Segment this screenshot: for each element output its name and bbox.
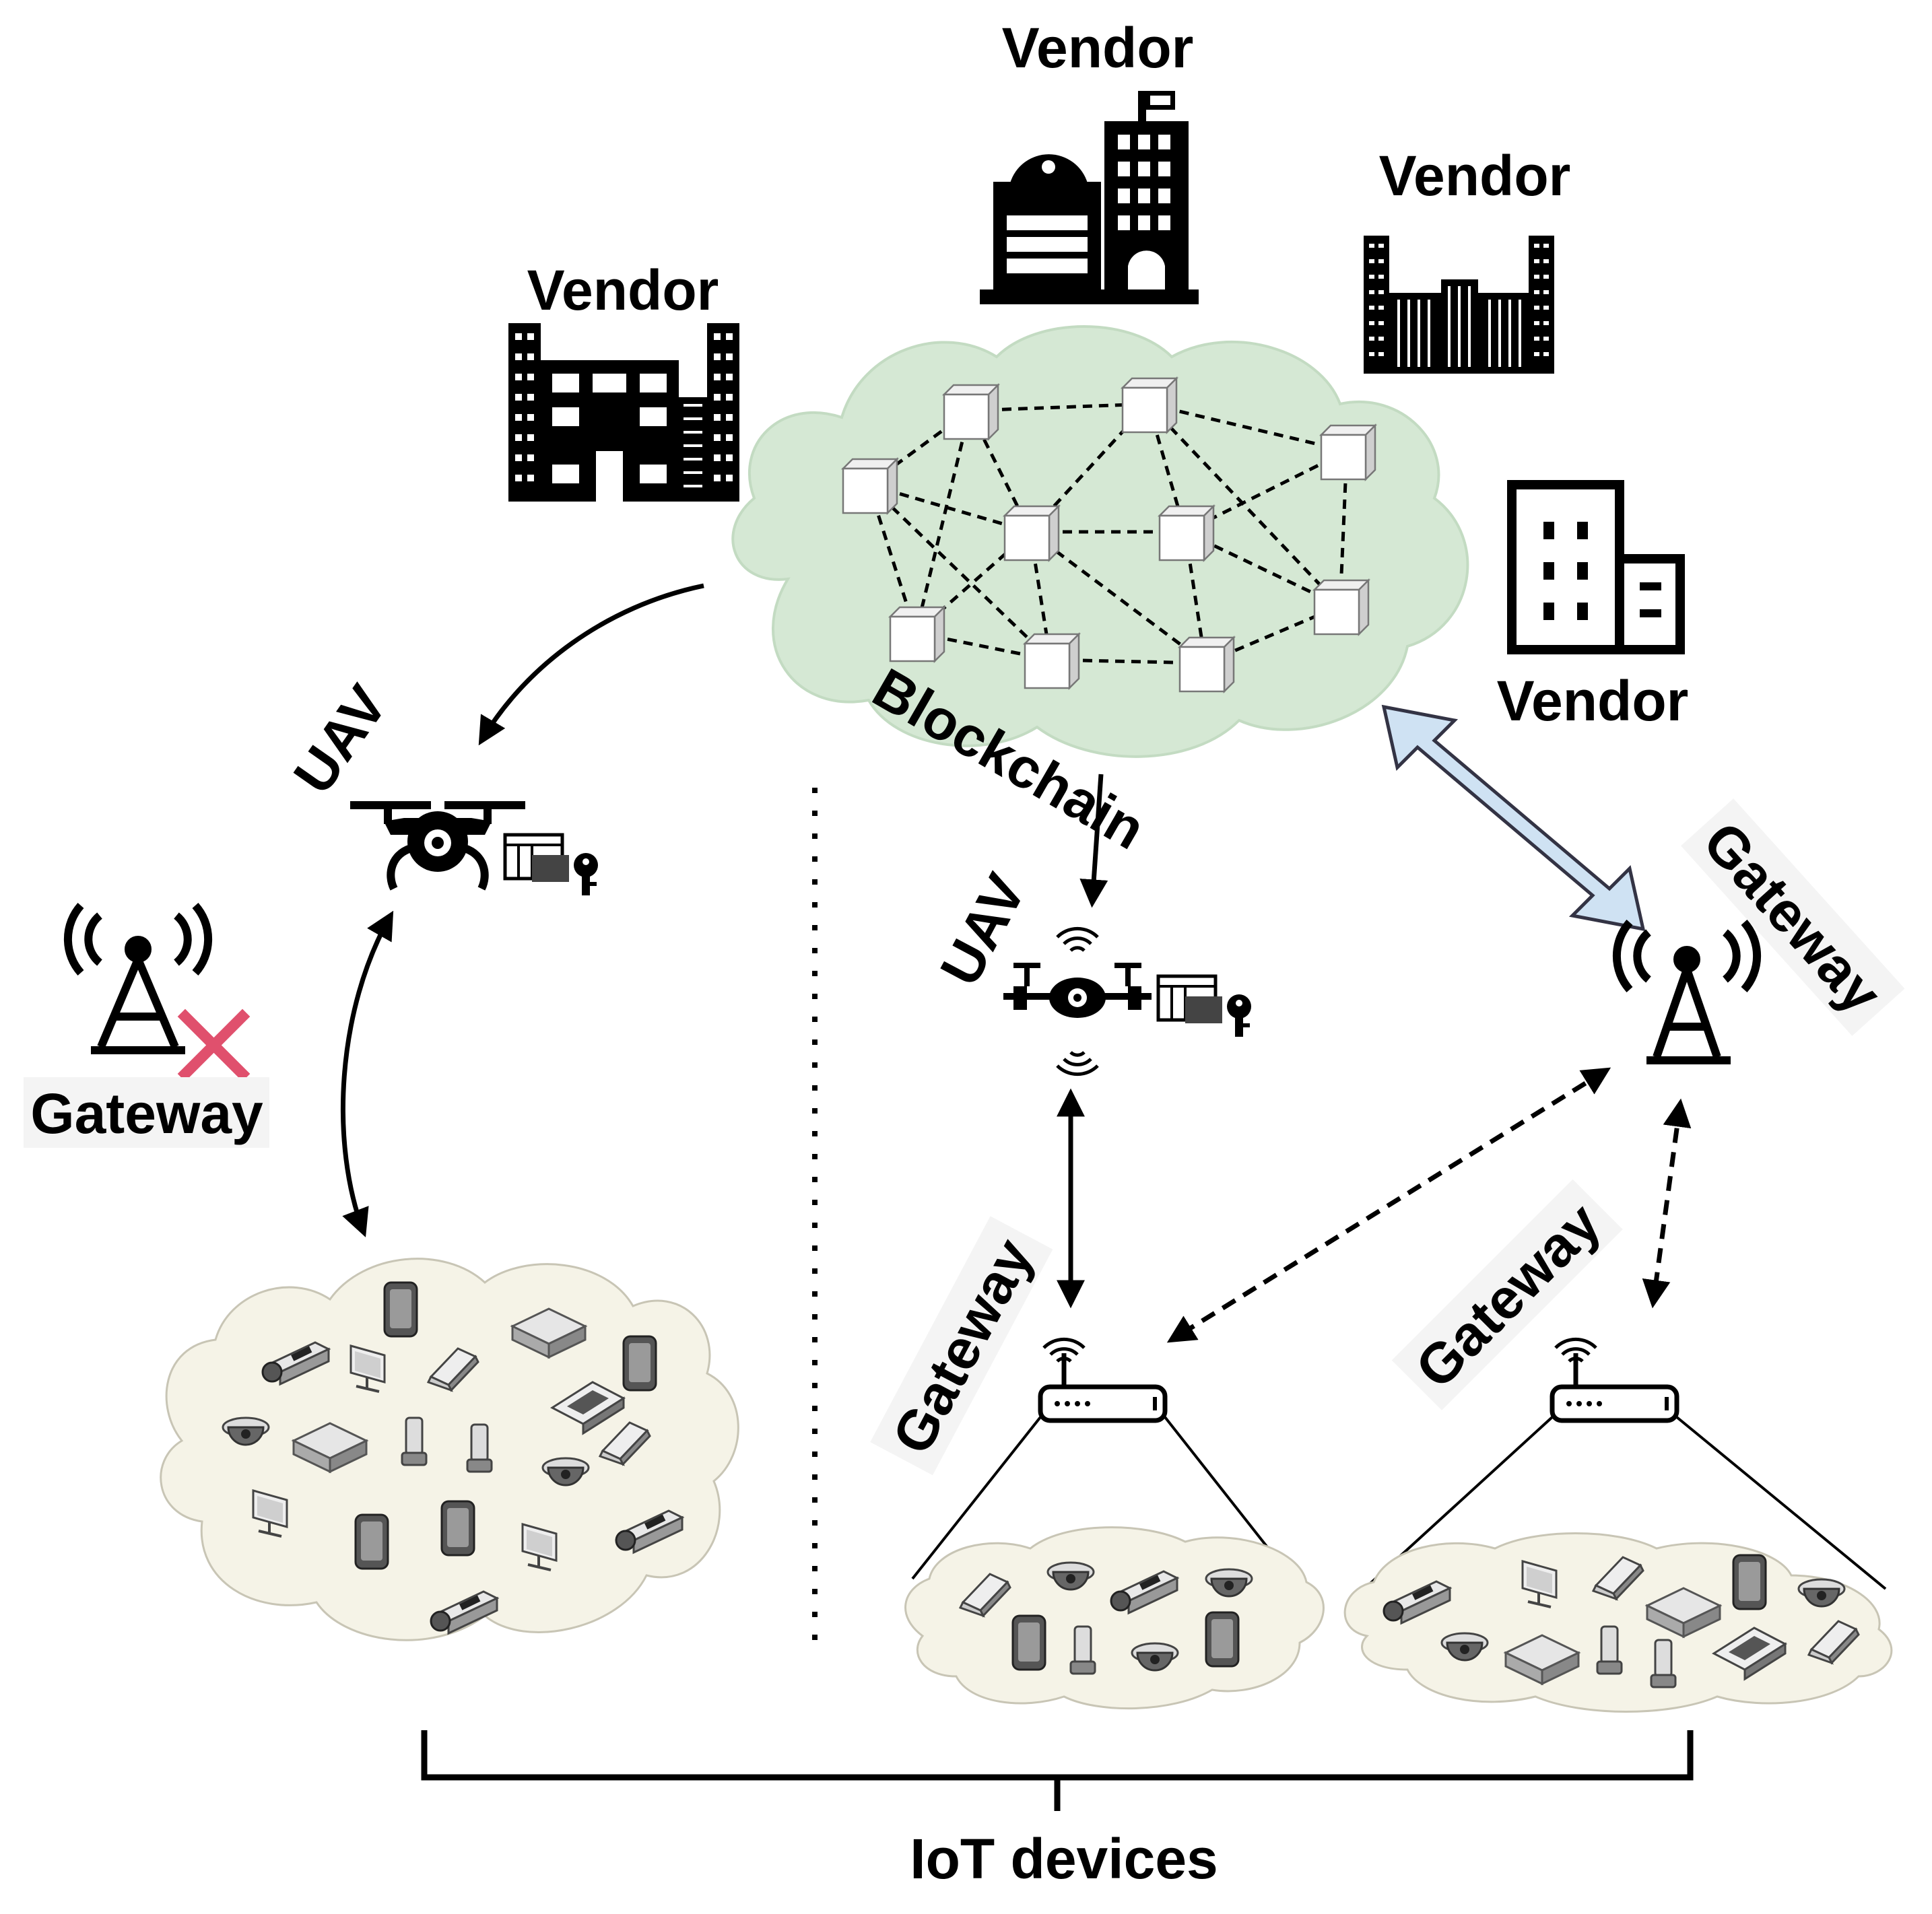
- security-key-icon: [1156, 974, 1251, 1037]
- blockchain-node-icon: [889, 606, 945, 662]
- voip-phone-icon: [1069, 1625, 1096, 1675]
- gateway-label-bg: [24, 1077, 269, 1148]
- smartphone-icon: [622, 1335, 657, 1392]
- blockchain-node-icon: [1158, 505, 1215, 561]
- uav-label-middle: UAV: [928, 864, 1038, 995]
- vendor-label-right-top: Vendor: [1379, 144, 1571, 207]
- gateway-label-router-right: Gateway: [1403, 1191, 1613, 1400]
- iot-brace: [421, 1730, 1694, 1811]
- arrow-uav-left-to-iot: [340, 910, 394, 1237]
- radio-tower-icon: [63, 903, 213, 1054]
- vendor-building-icon: [1507, 480, 1685, 654]
- vendor-building-icon: [508, 323, 739, 502]
- gateway-label-bg: [1391, 1179, 1623, 1410]
- gateway-label-bg: [1681, 798, 1905, 1036]
- iot-cloud-right: [1343, 1532, 1893, 1713]
- tethered-uav-icon: [1003, 928, 1152, 1074]
- voip-phone-icon: [1596, 1625, 1623, 1675]
- vendor-building-icon: [1364, 236, 1554, 374]
- arrow-blockchain-to-uav-middle: [1079, 774, 1108, 908]
- arrow-blockchain-to-uav-left: [478, 583, 704, 746]
- blockchain-node-icon: [1121, 377, 1178, 434]
- blockchain-node-icon: [1024, 633, 1080, 689]
- router-icon: [1550, 1339, 1679, 1423]
- blockchain-cloud: [731, 325, 1469, 758]
- gateway-label-failed: Gateway: [30, 1082, 263, 1145]
- vendor-label-top: Vendor: [1002, 16, 1194, 79]
- iot-devices-label: IoT devices: [910, 1827, 1218, 1890]
- smartphone-icon: [1011, 1614, 1046, 1671]
- coverage-line: [911, 1416, 1042, 1580]
- security-key-icon: [503, 833, 598, 895]
- blockchain-node-icon: [1003, 505, 1060, 561]
- blockchain-node-icon: [943, 384, 999, 440]
- voip-phone-icon: [466, 1423, 493, 1473]
- gateway-label-tower-right: Gateway: [1691, 810, 1894, 1025]
- vendor-label-right: Vendor: [1497, 669, 1689, 732]
- smartphone-icon: [440, 1500, 475, 1557]
- smartphone-icon: [1205, 1611, 1240, 1668]
- smartphone-icon: [1732, 1554, 1767, 1610]
- blockchain-node-icon: [1320, 424, 1376, 481]
- uav-label-left: UAV: [281, 674, 399, 805]
- iot-cloud-left: [160, 1258, 739, 1641]
- gateway-label-bg: [870, 1216, 1053, 1476]
- voip-phone-icon: [1650, 1639, 1677, 1688]
- radio-tower-icon: [1612, 920, 1762, 1064]
- iot-cloud-middle: [904, 1526, 1325, 1710]
- coverage-line: [1675, 1416, 1887, 1590]
- bidirectional-arrow-blockchain-gateway: [1381, 704, 1646, 932]
- arrow-tower-to-router-right: [1642, 1098, 1692, 1309]
- voip-phone-icon: [401, 1416, 428, 1466]
- smartphone-icon: [383, 1281, 418, 1338]
- failure-cross-icon: [177, 1009, 251, 1082]
- vendor-building-icon: [980, 91, 1199, 304]
- drone-icon: [350, 801, 525, 891]
- gateway-label-router-middle: Gateway: [880, 1229, 1045, 1464]
- arrow-tower-to-router-middle: [1166, 1067, 1611, 1343]
- blockchain-node-icon: [1178, 636, 1235, 693]
- blockchain-node-icon: [1313, 579, 1370, 636]
- vendor-label-left: Vendor: [527, 259, 719, 322]
- blockchain-node-icon: [842, 458, 898, 514]
- smartphone-icon: [354, 1513, 389, 1570]
- router-icon: [1038, 1339, 1168, 1423]
